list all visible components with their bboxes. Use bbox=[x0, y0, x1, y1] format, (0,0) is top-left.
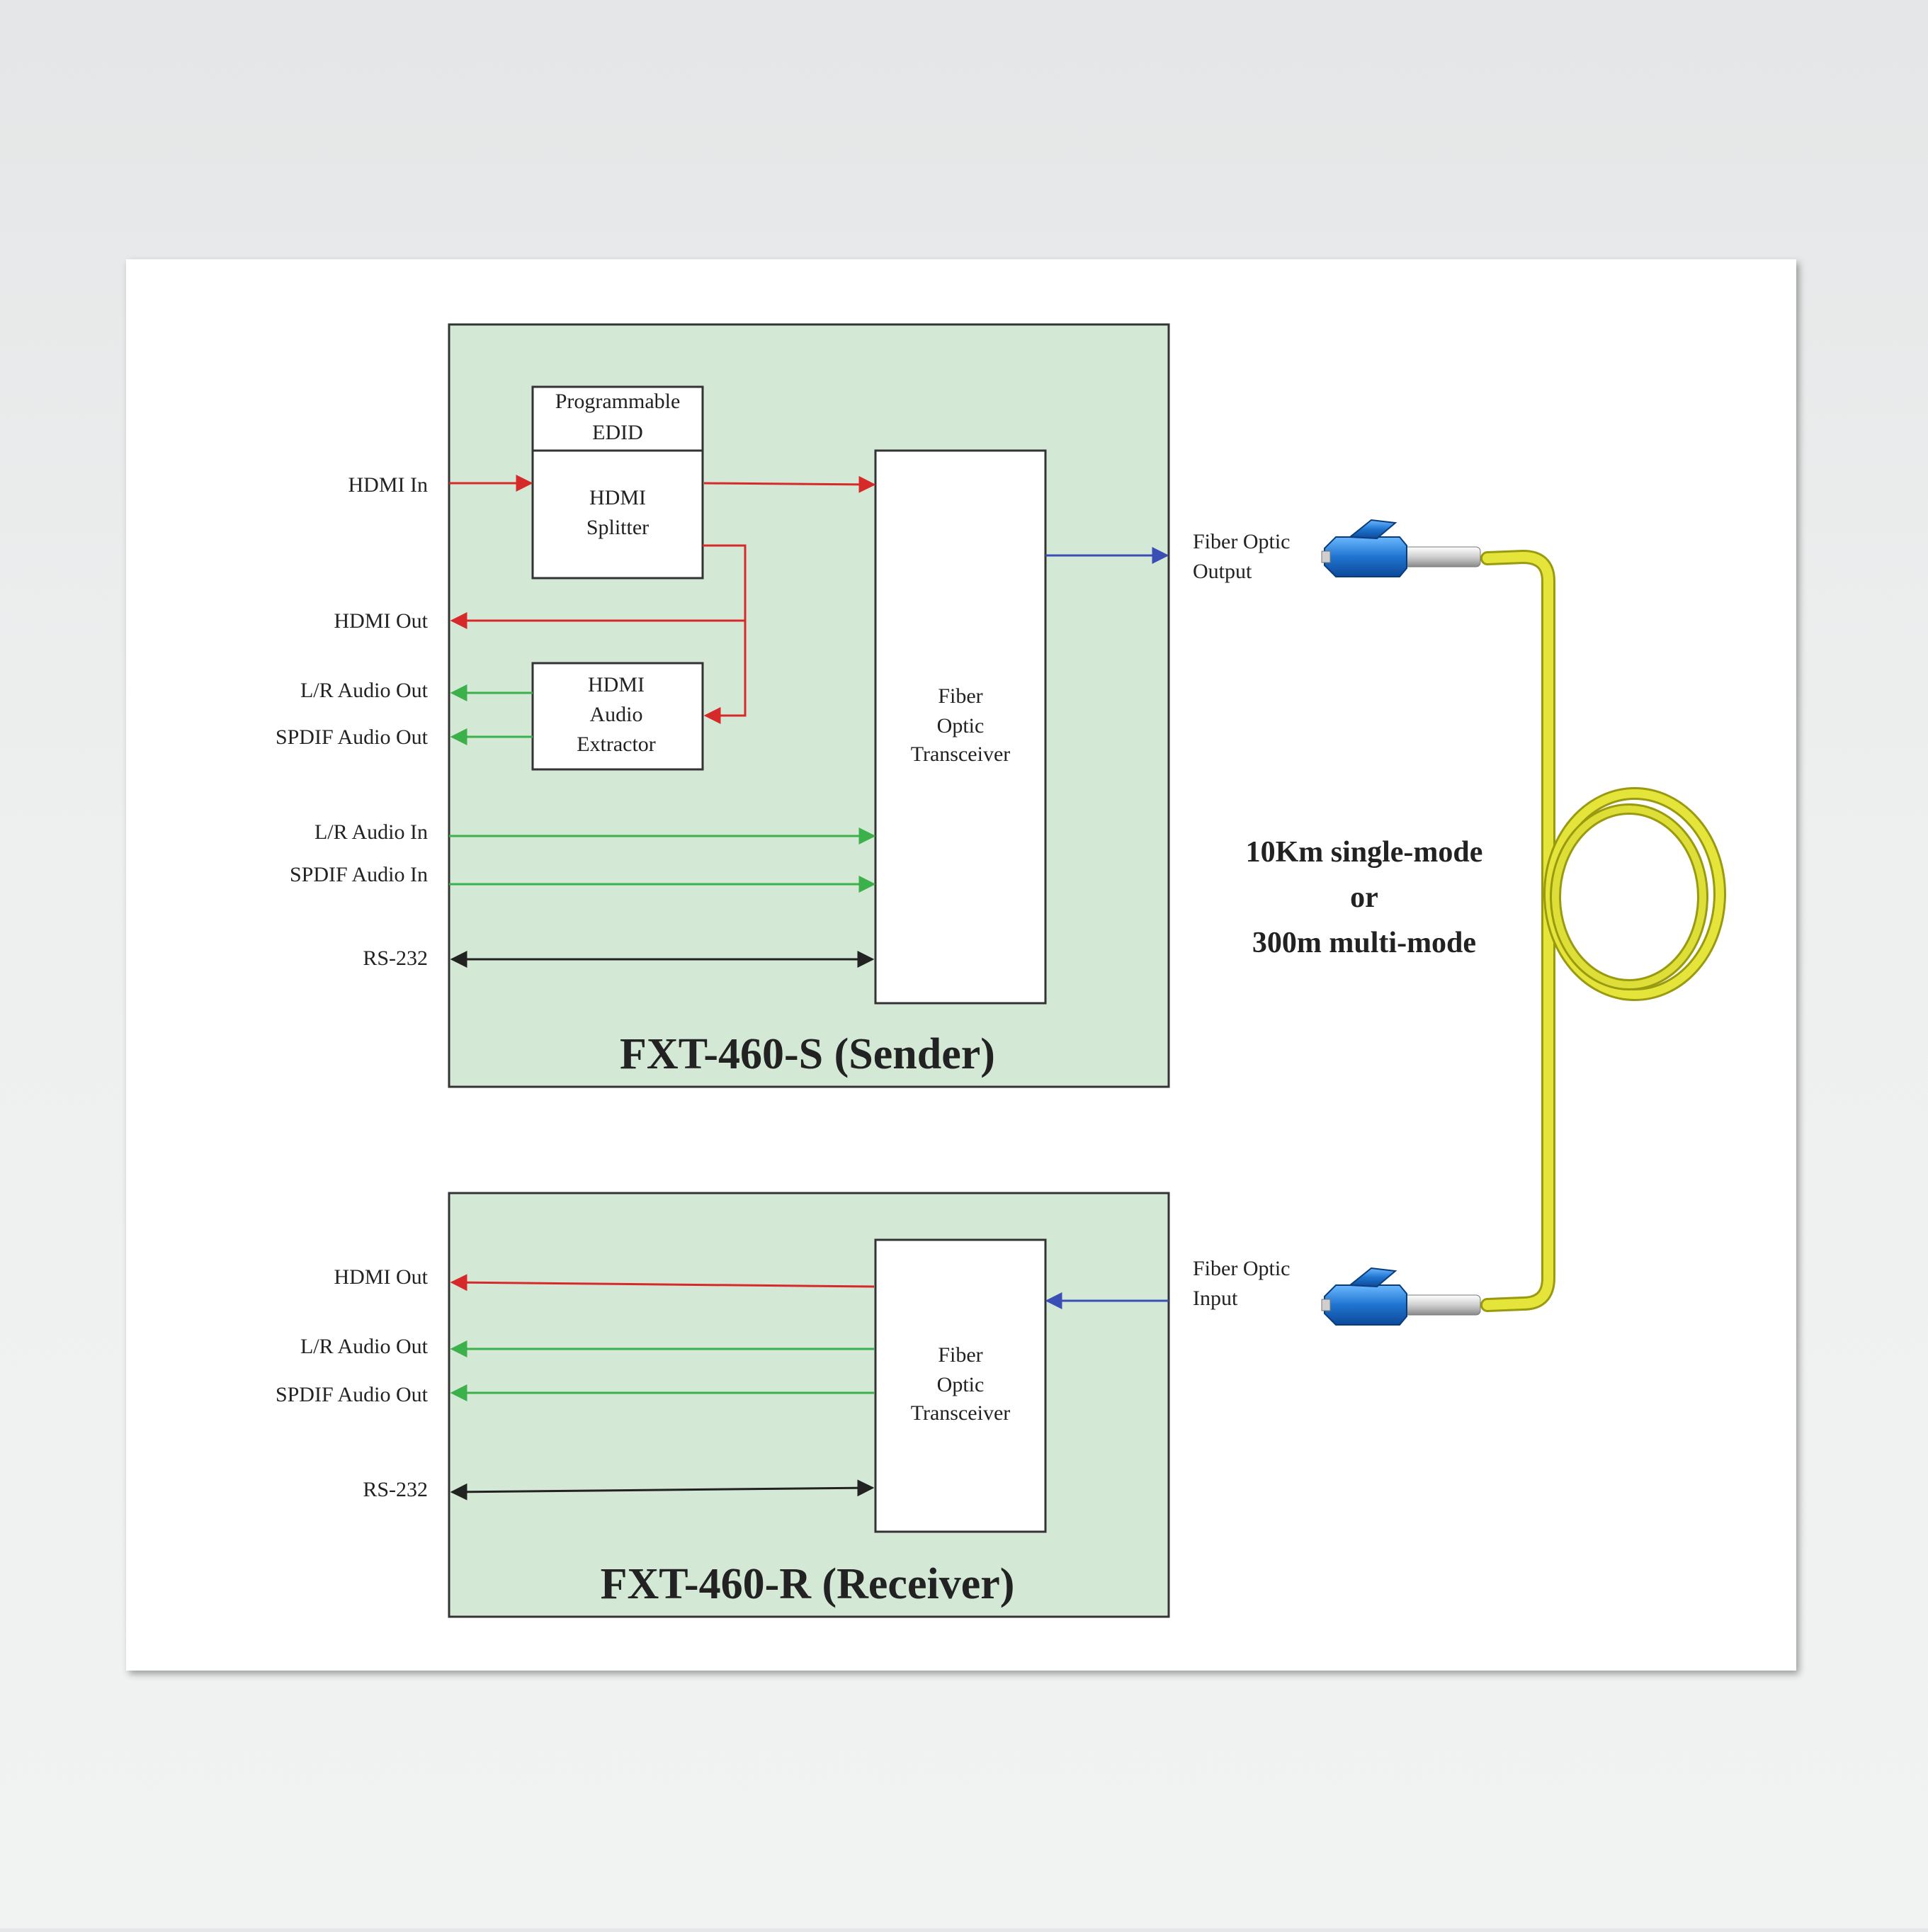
receiver-enclosure bbox=[448, 1192, 1170, 1618]
splitter-label-line1: HDMI bbox=[589, 486, 646, 509]
edid-block bbox=[531, 385, 704, 452]
port-lr-audio-out: L/R Audio Out bbox=[300, 679, 429, 702]
fiber-input-label-line1: Fiber Optic bbox=[1193, 1257, 1290, 1280]
cable-spec-line1: 10Km single-mode bbox=[1246, 836, 1483, 869]
rx-port-lr-audio-out: L/R Audio Out bbox=[300, 1335, 429, 1358]
splitter-to-transceiver-arrow bbox=[703, 475, 876, 493]
rx-port-spdif-audio-out: SPDIF Audio Out bbox=[276, 1383, 429, 1406]
cable-spec-line2: or bbox=[1350, 881, 1378, 914]
sender-transceiver-line3: Transceiver bbox=[911, 742, 1011, 766]
extractor-label-line2: Audio bbox=[590, 703, 643, 726]
sender-unit: Programmable EDID HDMI Splitter HDMI Aud… bbox=[448, 323, 1170, 1088]
receiver-title: FXT-460-R (Receiver) bbox=[601, 1560, 1015, 1608]
rx-port-hdmi-out: HDMI Out bbox=[334, 1265, 429, 1289]
rx-hdmi-out-arrow bbox=[450, 1274, 875, 1292]
splitter-label-line2: Splitter bbox=[586, 516, 649, 539]
receiver-transceiver-line3: Transceiver bbox=[911, 1401, 1011, 1425]
fiber-cable bbox=[1480, 549, 1726, 1312]
port-spdif-audio-out: SPDIF Audio Out bbox=[276, 725, 429, 749]
port-rs232: RS-232 bbox=[363, 947, 428, 970]
fiber-output-label-line2: Output bbox=[1193, 560, 1252, 583]
lc-connector-output bbox=[1321, 519, 1481, 577]
sender-transceiver-line1: Fiber bbox=[938, 684, 982, 708]
sender-title: FXT-460-S (Sender) bbox=[620, 1030, 995, 1078]
audio-extractor-block bbox=[531, 662, 704, 771]
receiver-transceiver-block bbox=[874, 1238, 1047, 1533]
cable-spec-line3: 300m multi-mode bbox=[1252, 927, 1476, 959]
sender-transceiver-line2: Optic bbox=[937, 714, 985, 738]
splitter-branch-line bbox=[703, 544, 747, 724]
fiber-output-label-line1: Fiber Optic bbox=[1193, 530, 1290, 553]
port-hdmi-out: HDMI Out bbox=[334, 609, 429, 633]
rx-rs232-arrow bbox=[450, 1479, 875, 1501]
port-spdif-audio-in: SPDIF Audio In bbox=[290, 863, 428, 886]
rx-port-rs232: RS-232 bbox=[363, 1478, 428, 1501]
extractor-label-line3: Extractor bbox=[577, 733, 656, 756]
receiver-unit: Fiber Optic Transceiver FXT-460-R (Recei… bbox=[448, 1192, 1170, 1618]
receiver-transceiver-line1: Fiber bbox=[938, 1343, 982, 1367]
edid-label-line2: EDID bbox=[592, 421, 643, 444]
receiver-transceiver-line2: Optic bbox=[937, 1373, 985, 1396]
hdmi-splitter-block bbox=[531, 449, 704, 580]
lc-connector-input bbox=[1321, 1267, 1481, 1326]
extractor-label-line1: HDMI bbox=[588, 673, 645, 696]
port-lr-audio-in: L/R Audio In bbox=[314, 820, 428, 844]
port-hdmi-in: HDMI In bbox=[348, 473, 429, 497]
sender-transceiver-block bbox=[874, 449, 1047, 1005]
fiber-input-label-line2: Input bbox=[1193, 1287, 1238, 1310]
edid-label-line1: Programmable bbox=[555, 390, 681, 413]
